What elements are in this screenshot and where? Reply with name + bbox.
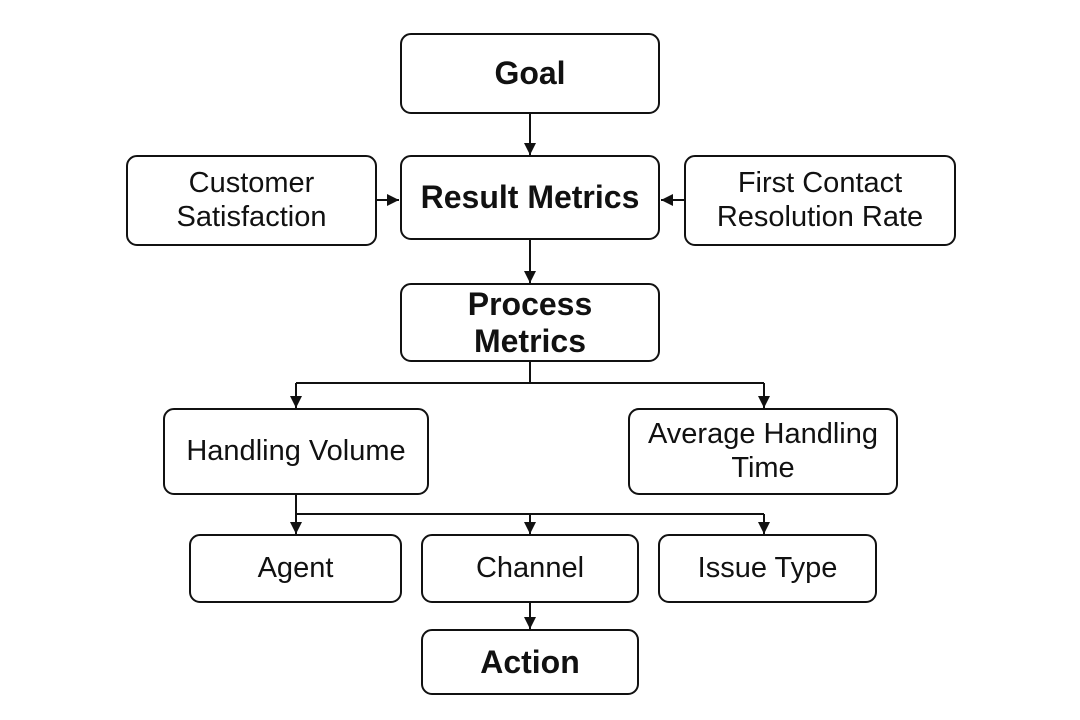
node-customer-satisfaction-label: Customer Satisfaction	[176, 167, 327, 233]
node-channel: Channel	[421, 534, 639, 603]
node-agent-label: Agent	[257, 551, 334, 584]
node-customer-satisfaction: Customer Satisfaction	[126, 155, 377, 246]
node-channel-label: Channel	[475, 551, 585, 584]
node-agent: Agent	[189, 534, 402, 603]
node-handling-volume-label: Handling Volume	[186, 434, 406, 467]
node-first-contact-resolution-rate-label: First Contact Resolution Rate	[716, 167, 924, 233]
node-process-metrics: Process Metrics	[400, 283, 660, 362]
edge-handling-volume-branch	[295, 495, 764, 515]
node-process-metrics-label: Process Metrics	[467, 285, 593, 359]
edge-process-metrics-branch	[296, 362, 764, 384]
node-goal: Goal	[400, 33, 660, 114]
node-result-metrics-label: Result Metrics	[420, 179, 640, 216]
node-action: Action	[421, 629, 639, 695]
node-result-metrics: Result Metrics	[400, 155, 660, 240]
node-first-contact-resolution-rate: First Contact Resolution Rate	[684, 155, 956, 246]
node-goal-label: Goal	[494, 55, 566, 92]
node-average-handling-time: Average Handling Time	[628, 408, 898, 495]
node-issue-type-label: Issue Type	[697, 551, 838, 584]
node-average-handling-time-label: Average Handling Time	[647, 418, 879, 484]
node-issue-type: Issue Type	[658, 534, 877, 603]
node-action-label: Action	[480, 643, 580, 680]
node-handling-volume: Handling Volume	[163, 408, 429, 495]
